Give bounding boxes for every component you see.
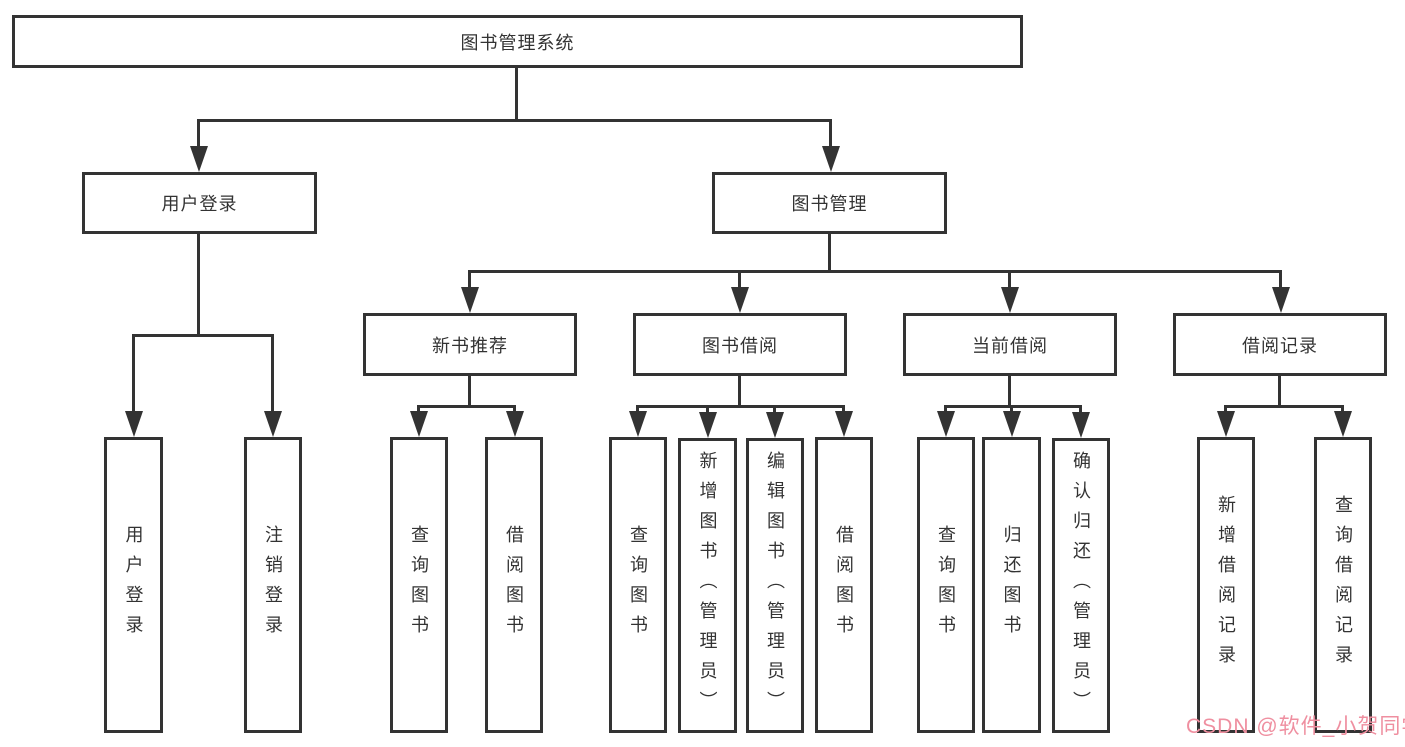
- arrow-down-book-borrow: [731, 287, 749, 313]
- leaf-record-add-label: 新增借阅记录: [1216, 495, 1236, 675]
- node-new-book-recommend-label: 新书推荐: [432, 335, 508, 356]
- node-book-management-label: 图书管理: [791, 194, 868, 214]
- leaf-newbook-query: 查询图书: [390, 437, 448, 733]
- arrow-down-bb-add: [699, 412, 717, 438]
- connector-drop-cb-confirm: [1079, 405, 1082, 416]
- arrow-down-newbook-query: [410, 411, 428, 437]
- node-borrow-record: 借阅记录: [1173, 313, 1387, 376]
- connector-drop-br-query: [1341, 405, 1344, 416]
- node-user-login-label: 用户登录: [161, 194, 238, 214]
- node-book-borrow-label: 图书借阅: [702, 335, 778, 356]
- node-current-borrow-label: 当前借阅: [972, 335, 1048, 356]
- csdn-watermark: CSDN @软件_小贺同学: [1186, 715, 1405, 738]
- connector-borrowrecord-rail: [1224, 405, 1344, 408]
- leaf-borrow-edit-admin-label: 编辑图书（管理员）: [765, 450, 785, 721]
- leaf-current-return-label: 归还图书: [1001, 525, 1022, 645]
- node-borrow-record-label: 借阅记录: [1242, 335, 1318, 356]
- connector-drop-leaf-user-login: [132, 334, 135, 416]
- arrow-down-new-book: [461, 287, 479, 313]
- leaf-record-add: 新增借阅记录: [1197, 437, 1255, 733]
- leaf-borrow-book-label: 借阅图书: [834, 525, 854, 645]
- connector-newbook-rail: [417, 405, 516, 408]
- leaf-record-query: 查询借阅记录: [1314, 437, 1372, 733]
- leaf-borrow-query-label: 查询图书: [628, 525, 648, 645]
- leaf-current-confirm-admin: 确认归还（管理员）: [1052, 438, 1110, 733]
- arrow-down-bb-edit: [766, 412, 784, 438]
- leaf-record-query-label: 查询借阅记录: [1333, 495, 1353, 675]
- connector-drop-leaf-logout: [271, 334, 274, 416]
- arrow-down-cb-return: [1003, 411, 1021, 437]
- leaf-newbook-query-label: 查询图书: [409, 525, 429, 645]
- connector-drop-user-login: [197, 119, 200, 152]
- leaf-user-login: 用户登录: [104, 437, 163, 733]
- connector-drop-newbook-borrow: [513, 405, 516, 416]
- arrow-down-borrow-record: [1272, 287, 1290, 313]
- connector-root-rail: [197, 119, 832, 122]
- connector-userlogin-stem: [197, 234, 200, 335]
- connector-drop-book-management: [829, 119, 832, 152]
- connector-drop-bb-edit: [773, 405, 776, 416]
- connector-drop-current-borrow: [1008, 270, 1011, 290]
- node-root-label: 图书管理系统: [460, 32, 575, 53]
- connector-drop-book-borrow: [738, 270, 741, 290]
- arrow-down-user-login: [190, 146, 208, 172]
- arrow-down-br-add: [1217, 411, 1235, 437]
- arrow-down-bb-borrow: [835, 411, 853, 437]
- leaf-borrow-add-admin-label: 新增图书（管理员）: [697, 450, 718, 721]
- leaf-newbook-borrow: 借阅图书: [485, 437, 543, 733]
- leaf-user-login-label: 用户登录: [123, 525, 144, 645]
- node-book-borrow: 图书借阅: [633, 313, 847, 376]
- leaf-logout: 注销登录: [244, 437, 302, 733]
- connector-bookborrow-rail: [636, 405, 845, 408]
- connector-userlogin-rail: [132, 334, 274, 337]
- connector-drop-cb-query: [944, 405, 947, 416]
- connector-drop-borrow-record: [1279, 270, 1282, 290]
- connector-drop-cb-return: [1010, 405, 1013, 416]
- arrow-down-book-management: [822, 146, 840, 172]
- arrow-down-current-borrow: [1001, 287, 1019, 313]
- arrow-down-cb-confirm: [1072, 412, 1090, 438]
- leaf-current-query: 查询图书: [917, 437, 975, 733]
- leaf-logout-label: 注销登录: [263, 525, 283, 645]
- node-book-management: 图书管理: [712, 172, 947, 234]
- connector-currentborrow-rail: [944, 405, 1082, 408]
- arrow-down-newbook-borrow: [506, 411, 524, 437]
- leaf-borrow-book: 借阅图书: [815, 437, 873, 733]
- connector-bookmgmt-rail: [468, 270, 1282, 273]
- connector-newbook-stem: [468, 376, 471, 407]
- connector-drop-new-book: [468, 270, 471, 290]
- node-current-borrow: 当前借阅: [903, 313, 1117, 376]
- arrow-down-leaf-user-login: [125, 411, 143, 437]
- connector-bookmgmt-stem: [828, 233, 831, 272]
- arrow-down-leaf-logout: [264, 411, 282, 437]
- arrow-down-bb-query: [629, 411, 647, 437]
- arrow-down-cb-query: [937, 411, 955, 437]
- connector-root-stem: [515, 68, 518, 121]
- connector-bookborrow-stem: [738, 376, 741, 407]
- leaf-current-return: 归还图书: [982, 437, 1041, 733]
- node-new-book-recommend: 新书推荐: [363, 313, 577, 376]
- connector-borrowrecord-stem: [1278, 376, 1281, 407]
- leaf-newbook-borrow-label: 借阅图书: [504, 525, 524, 645]
- connector-currentborrow-stem: [1008, 376, 1011, 407]
- leaf-borrow-add-admin: 新增图书（管理员）: [678, 438, 737, 733]
- connector-drop-bb-query: [636, 405, 639, 416]
- connector-drop-newbook-query: [417, 405, 420, 416]
- leaf-borrow-query: 查询图书: [609, 437, 667, 733]
- node-user-login: 用户登录: [82, 172, 317, 234]
- arrow-down-br-query: [1334, 411, 1352, 437]
- leaf-borrow-edit-admin: 编辑图书（管理员）: [746, 438, 804, 733]
- connector-drop-br-add: [1224, 405, 1227, 416]
- leaf-current-confirm-admin-label: 确认归还（管理员）: [1071, 450, 1091, 721]
- leaf-current-query-label: 查询图书: [936, 525, 956, 645]
- connector-drop-bb-borrow: [842, 405, 845, 416]
- node-root-system: 图书管理系统: [12, 15, 1023, 68]
- connector-drop-bb-add: [706, 405, 709, 416]
